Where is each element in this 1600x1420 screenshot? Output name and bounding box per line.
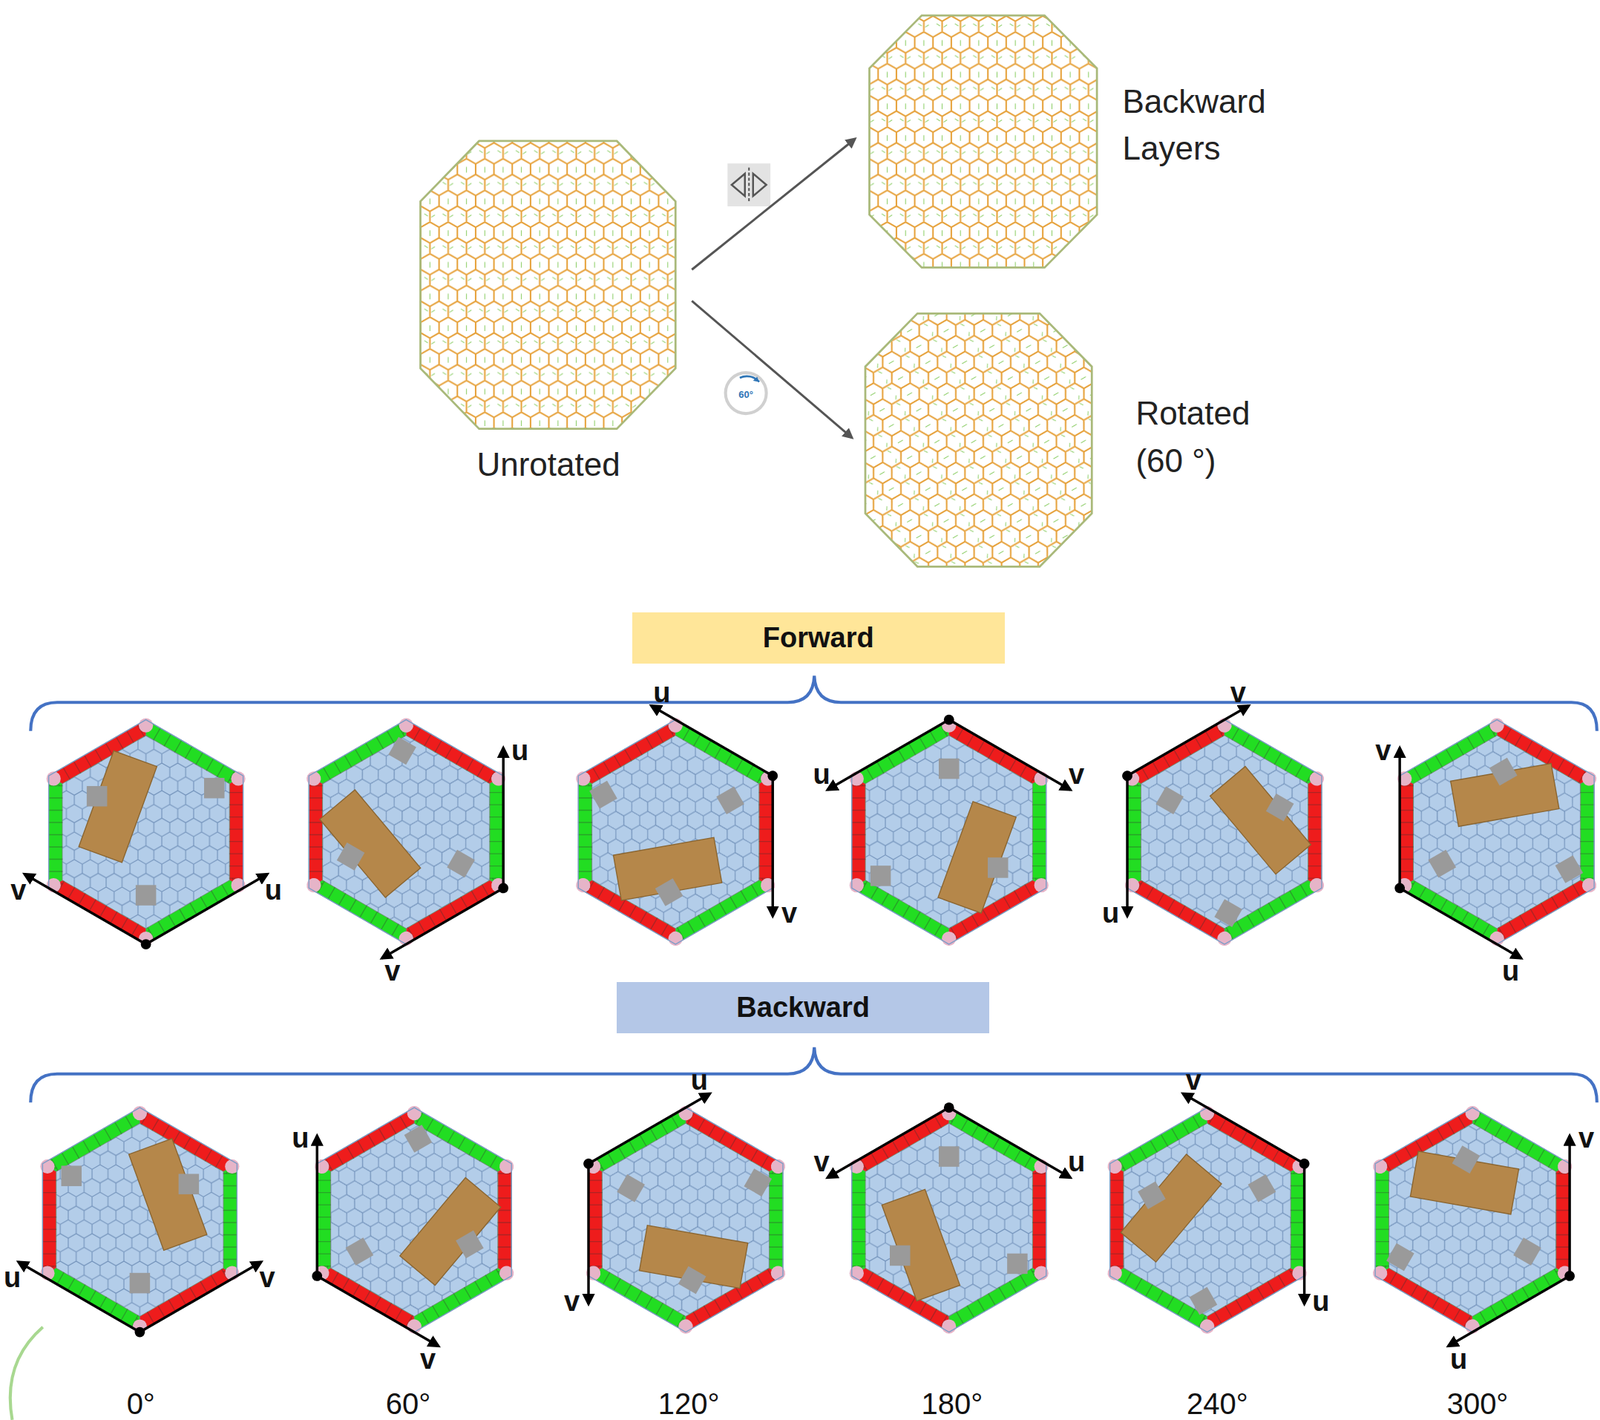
band-label: Forward (762, 617, 875, 659)
panel-caption: Rotated (60 °) (1135, 389, 1299, 485)
layer-panel (247, 669, 569, 996)
angle-label: 60° (385, 1388, 432, 1419)
axis-label: u (264, 875, 283, 904)
axis-label: v (781, 898, 798, 927)
layer-panel (827, 714, 1071, 946)
axis-label: v (10, 875, 26, 904)
axis-label: u (1450, 1344, 1468, 1373)
axis-label: u (1102, 898, 1120, 927)
hexagon-panel: Unrotated (418, 138, 680, 486)
mirror-icon (727, 163, 771, 207)
icon-label: 60° (738, 388, 754, 399)
angle-label: 240° (1186, 1388, 1249, 1419)
band-label: Backward (736, 987, 870, 1028)
layer-panel (1061, 667, 1384, 994)
axis-label: v (813, 1147, 829, 1176)
panel-caption: Backward Layers (1122, 77, 1287, 173)
axis-label: v (1068, 759, 1085, 789)
axis-label: v (1578, 1123, 1595, 1152)
axis-label: u (1502, 956, 1520, 985)
axis-label: u (511, 736, 529, 765)
layer-panel (1312, 1057, 1600, 1384)
section-band: Backward (616, 981, 990, 1034)
backward-brace (30, 1047, 1598, 1103)
forward-brace (30, 675, 1598, 731)
axis-label: u (812, 759, 830, 789)
rotate-icon (725, 372, 767, 414)
axis-label: u (1312, 1286, 1330, 1316)
angle-label: 300° (1447, 1388, 1509, 1419)
axis-label: u (690, 1065, 708, 1094)
decor-arc (10, 1326, 44, 1420)
layer-panel (523, 1055, 845, 1382)
axis-label: v (1230, 678, 1247, 707)
axis-label: v (384, 956, 400, 985)
angle-label: 0° (126, 1388, 156, 1419)
arrow-connector (691, 300, 852, 438)
axis-label: v (420, 1344, 436, 1373)
axis-label: u (1067, 1147, 1085, 1176)
axis-label: u (291, 1123, 309, 1152)
axis-label: v (564, 1286, 580, 1316)
lattice-hexagon (865, 313, 1092, 567)
hexagon-panel: Backward Layers (865, 12, 1304, 271)
layer-panel (516, 667, 838, 994)
layer-panel (1334, 669, 1600, 996)
lattice-hexagon (869, 15, 1098, 268)
angle-label: 120° (658, 1388, 720, 1419)
layer-panel (827, 1102, 1071, 1333)
axis-label: v (1185, 1065, 1202, 1094)
axis-label: u (653, 678, 671, 707)
layer-panel (18, 1105, 262, 1337)
layer-panel (24, 718, 268, 950)
arrow-connector (691, 138, 855, 270)
lattice-hexagon (420, 141, 677, 429)
axis-label: v (1375, 736, 1391, 765)
layer-panel (251, 1057, 573, 1384)
layer-panel (1047, 1055, 1370, 1382)
panel-caption: Unrotated (418, 440, 680, 489)
axis-label: u (3, 1263, 21, 1292)
axis-label: v (259, 1263, 276, 1292)
section-band: Forward (632, 612, 1005, 664)
hexagon-panel: Rotated (60 °) (862, 310, 1301, 570)
angle-label: 180° (921, 1388, 984, 1419)
